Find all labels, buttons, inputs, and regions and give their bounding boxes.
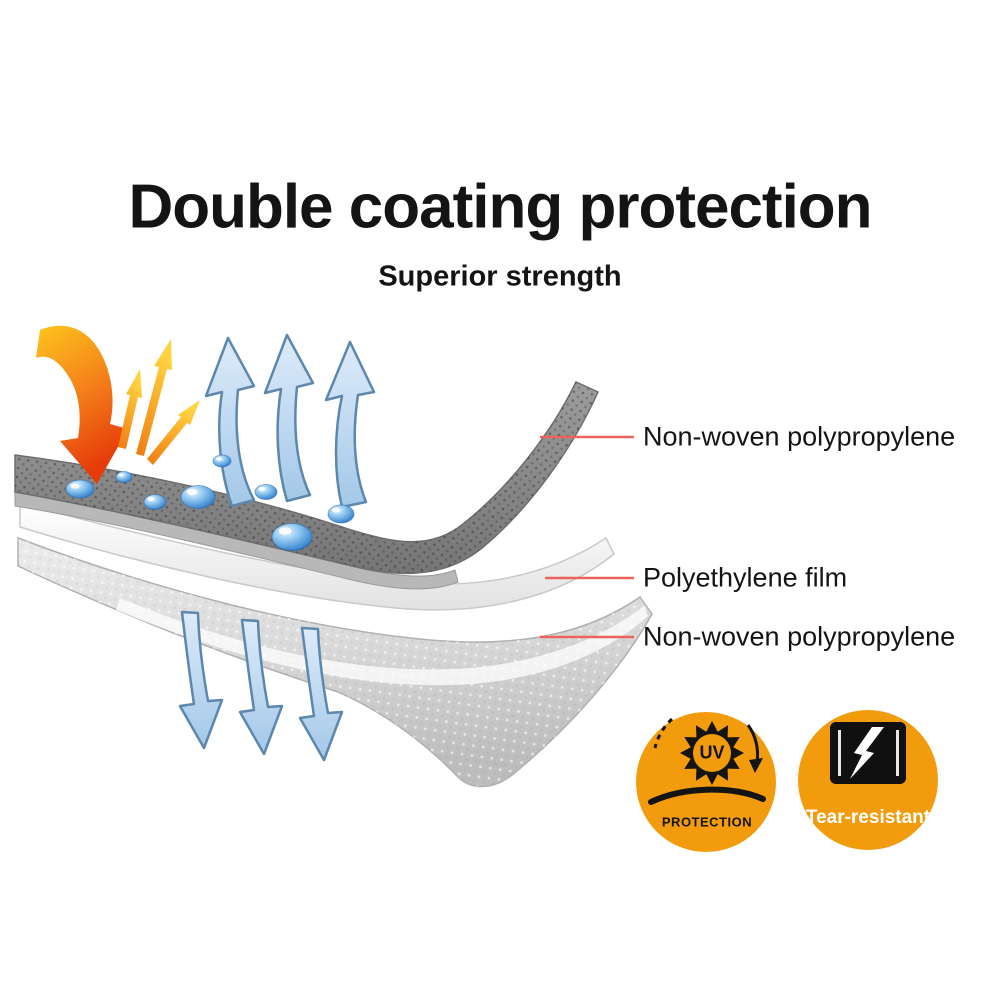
vapor-arrow-up-icon [324, 340, 376, 509]
uv-badge-circle [636, 712, 776, 852]
reflected-ray-icon [136, 339, 172, 456]
uv-ray-arrowhead [749, 758, 763, 773]
uv-ray-dashed-arc [653, 717, 674, 749]
page-subtitle: Superior strength [378, 260, 622, 293]
vapor-arrow-up-icon [263, 333, 315, 503]
fabric-slit-right [896, 730, 899, 776]
tear-badge-label: Tear-resistant [805, 807, 931, 828]
water-droplet-icon [212, 454, 232, 468]
water-droplet-icon [143, 494, 167, 510]
uv-badge-text: UV [699, 742, 725, 763]
uv-shield-swoosh [648, 786, 766, 805]
label-bottom-layer: Non-woven polypropylene [643, 621, 956, 652]
vapor-arrow-down-icon [178, 610, 224, 750]
water-droplet-icon [180, 485, 216, 509]
reflected-ray-icon [147, 400, 200, 465]
vapor-arrow-down-icon [238, 618, 284, 756]
heat-arrows [36, 325, 200, 484]
vapor-arrows-up [204, 333, 376, 509]
uv-badge-label: PROTECTION [661, 814, 753, 830]
reflected-ray-icon [118, 369, 142, 449]
film-edge-on-drape [116, 598, 648, 686]
vapor-arrows-down [178, 610, 344, 762]
water-droplet-icon [65, 479, 95, 499]
tear-resistant-badge [798, 710, 938, 850]
label-middle-layer: Polyethylene film [643, 562, 848, 593]
heat-arrow-icon [36, 325, 128, 484]
reflected-heat-arrows [118, 339, 200, 465]
fabric-slit-left [838, 730, 841, 776]
water-droplet-icon [327, 504, 355, 524]
water-droplet-icon [254, 484, 278, 500]
leader-lines [540, 435, 634, 639]
bottom-sheet-layer [17, 537, 653, 788]
water-droplet-icon [271, 523, 313, 551]
water-droplets [65, 454, 355, 551]
vapor-arrow-up-icon [204, 336, 256, 508]
page-title: Double coating protection [128, 172, 872, 242]
tear-bolt [850, 727, 884, 779]
uv-protection-badge [636, 712, 776, 852]
top-sheet-layer [14, 381, 599, 590]
water-droplet-icon [115, 471, 133, 483]
vapor-arrow-down-icon [298, 626, 344, 762]
sun-core [693, 734, 731, 772]
label-top-layer: Non-woven polypropylene [643, 421, 956, 452]
